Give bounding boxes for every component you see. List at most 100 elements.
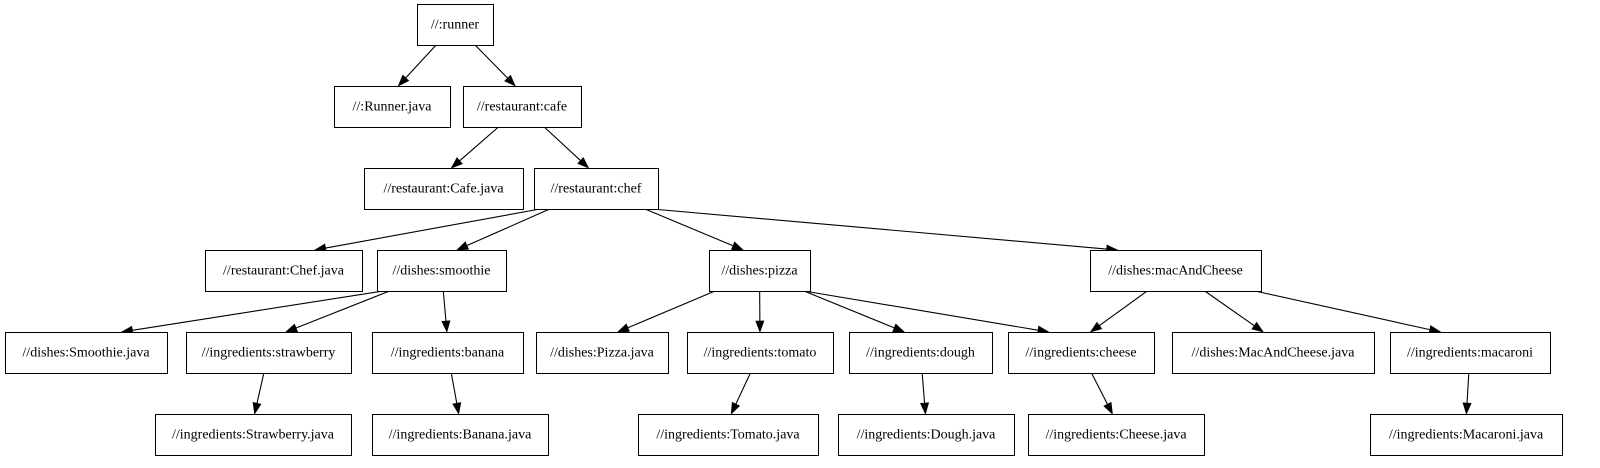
node-label: //ingredients:tomato xyxy=(704,346,817,361)
node-ing-banana[interactable]: //ingredients:banana xyxy=(372,332,524,374)
node-dishes-macandchz[interactable]: //dishes:macAndCheese xyxy=(1090,250,1262,292)
node-label: //:Runner.java xyxy=(353,100,433,115)
edge-arrowhead-icon xyxy=(730,401,741,415)
edge-line xyxy=(1099,290,1148,326)
node-label: //ingredients:macaroni xyxy=(1407,346,1533,361)
node-dishes-pizza[interactable]: //dishes:pizza xyxy=(709,250,811,292)
node-cheese-java[interactable]: //ingredients:Cheese.java xyxy=(1028,414,1205,456)
node-macaroni-java[interactable]: //ingredients:Macaroni.java xyxy=(1370,414,1563,456)
edge-arrowhead-icon xyxy=(1089,321,1103,333)
node-box[interactable] xyxy=(5,332,168,374)
edge-dishes-pizza-to-ing-tomato xyxy=(755,290,765,333)
node-label: //restaurant:Cafe.java xyxy=(383,182,504,197)
edge-arrowhead-icon xyxy=(1103,401,1113,415)
edge-line xyxy=(474,44,508,79)
edge-ing-macaroni-to-macaroni-java xyxy=(1462,372,1472,415)
edge-arrowhead-icon xyxy=(616,323,630,333)
node-label: //dishes:pizza xyxy=(721,264,798,279)
edge-arrowhead-icon xyxy=(920,402,930,415)
edge-dishes-macandchz-to-ing-cheese xyxy=(1089,290,1148,333)
node-box[interactable] xyxy=(417,4,494,46)
edge-line xyxy=(1466,372,1470,404)
edge-restaurant-chef-to-dishes-pizza xyxy=(644,208,744,251)
node-ing-tomato[interactable]: //ingredients:tomato xyxy=(687,332,834,374)
node-box[interactable] xyxy=(687,332,834,374)
node-label: //restaurant:Chef.java xyxy=(223,264,345,279)
node-label: //dishes:smoothie xyxy=(393,264,491,279)
edge-dishes-pizza-to-ing-cheese xyxy=(803,290,1050,335)
node-label: //ingredients:Macaroni.java xyxy=(1389,428,1544,443)
node-banana-java[interactable]: //ingredients:Banana.java xyxy=(372,414,549,456)
node-restaurant-chef[interactable]: //restaurant:chef xyxy=(534,168,659,210)
edge-line xyxy=(651,208,1107,250)
node-box[interactable] xyxy=(536,332,669,374)
node-macandchz-java[interactable]: //dishes:MacAndCheese.java xyxy=(1172,332,1375,374)
edge-line xyxy=(543,126,581,161)
node-label: //ingredients:Strawberry.java xyxy=(172,428,335,443)
node-box[interactable] xyxy=(463,86,582,128)
node-dough-java[interactable]: //ingredients:Dough.java xyxy=(838,414,1015,456)
node-smoothie-java[interactable]: //dishes:Smoothie.java xyxy=(5,332,168,374)
edge-line xyxy=(442,290,447,322)
node-box[interactable] xyxy=(638,414,819,456)
edge-line xyxy=(735,372,751,405)
edge-dishes-macandchz-to-ing-macaroni xyxy=(1254,290,1442,334)
node-runner[interactable]: //:runner xyxy=(417,4,494,46)
node-box[interactable] xyxy=(334,86,451,128)
node-cafe-java[interactable]: //restaurant:Cafe.java xyxy=(364,168,524,210)
edge-line xyxy=(1254,290,1430,331)
node-ing-macaroni[interactable]: //ingredients:macaroni xyxy=(1390,332,1551,374)
node-label: //dishes:Smoothie.java xyxy=(22,346,150,361)
node-dishes-smoothie[interactable]: //dishes:smoothie xyxy=(377,250,507,292)
node-box[interactable] xyxy=(534,168,659,210)
edge-restaurant-chef-to-chef-java xyxy=(313,208,541,253)
node-pizza-java[interactable]: //dishes:Pizza.java xyxy=(536,332,669,374)
node-box[interactable] xyxy=(1008,332,1155,374)
node-box[interactable] xyxy=(709,250,811,292)
node-tomato-java[interactable]: //ingredients:Tomato.java xyxy=(638,414,819,456)
node-label: //ingredients:Tomato.java xyxy=(656,428,800,443)
node-box[interactable] xyxy=(377,250,507,292)
edge-line xyxy=(1091,372,1108,405)
node-strawberry-java[interactable]: //ingredients:Strawberry.java xyxy=(155,414,352,456)
edge-arrowhead-icon xyxy=(252,401,262,415)
edge-arrowhead-icon xyxy=(450,157,463,169)
node-box[interactable] xyxy=(205,250,363,292)
edge-line xyxy=(1204,290,1255,327)
node-box[interactable] xyxy=(186,332,352,374)
node-restaurant-cafe[interactable]: //restaurant:cafe xyxy=(463,86,582,128)
node-layer: //:runner //:Runner.java //restaurant:cafe… xyxy=(5,4,1563,456)
node-label: //ingredients:Dough.java xyxy=(857,428,997,443)
node-chef-java[interactable]: //restaurant:Chef.java xyxy=(205,250,363,292)
edge-runner-to-runner-java xyxy=(397,44,437,87)
node-label: //restaurant:chef xyxy=(551,182,642,197)
node-box[interactable] xyxy=(364,168,524,210)
node-ing-dough[interactable]: //ingredients:dough xyxy=(849,332,993,374)
node-label: //ingredients:Banana.java xyxy=(389,428,532,443)
node-label: //ingredients:cheese xyxy=(1025,346,1136,361)
edge-line xyxy=(627,290,716,329)
edge-line xyxy=(921,372,926,404)
node-box[interactable] xyxy=(849,332,993,374)
node-box[interactable] xyxy=(1370,414,1563,456)
edge-dishes-smoothie-to-ing-banana xyxy=(441,290,451,333)
node-box[interactable] xyxy=(1090,250,1262,292)
node-box[interactable] xyxy=(1028,414,1205,456)
node-box[interactable] xyxy=(1390,332,1551,374)
node-ing-cheese[interactable]: //ingredients:cheese xyxy=(1008,332,1155,374)
node-label: //restaurant:cafe xyxy=(477,100,567,115)
node-box[interactable] xyxy=(1172,332,1375,374)
edge-arrowhead-icon xyxy=(1462,402,1472,415)
node-box[interactable] xyxy=(372,332,524,374)
node-runner-java[interactable]: //:Runner.java xyxy=(334,86,451,128)
node-box[interactable] xyxy=(838,414,1015,456)
node-label: //:runner xyxy=(431,18,480,33)
node-box[interactable] xyxy=(155,414,352,456)
edge-dishes-macandchz-to-macandchz-java xyxy=(1204,290,1264,333)
edge-line xyxy=(405,44,437,79)
edge-runner-to-restaurant-cafe xyxy=(474,44,516,87)
edge-line xyxy=(256,372,265,404)
node-ing-strawberry[interactable]: //ingredients:strawberry xyxy=(186,332,352,374)
node-box[interactable] xyxy=(372,414,549,456)
